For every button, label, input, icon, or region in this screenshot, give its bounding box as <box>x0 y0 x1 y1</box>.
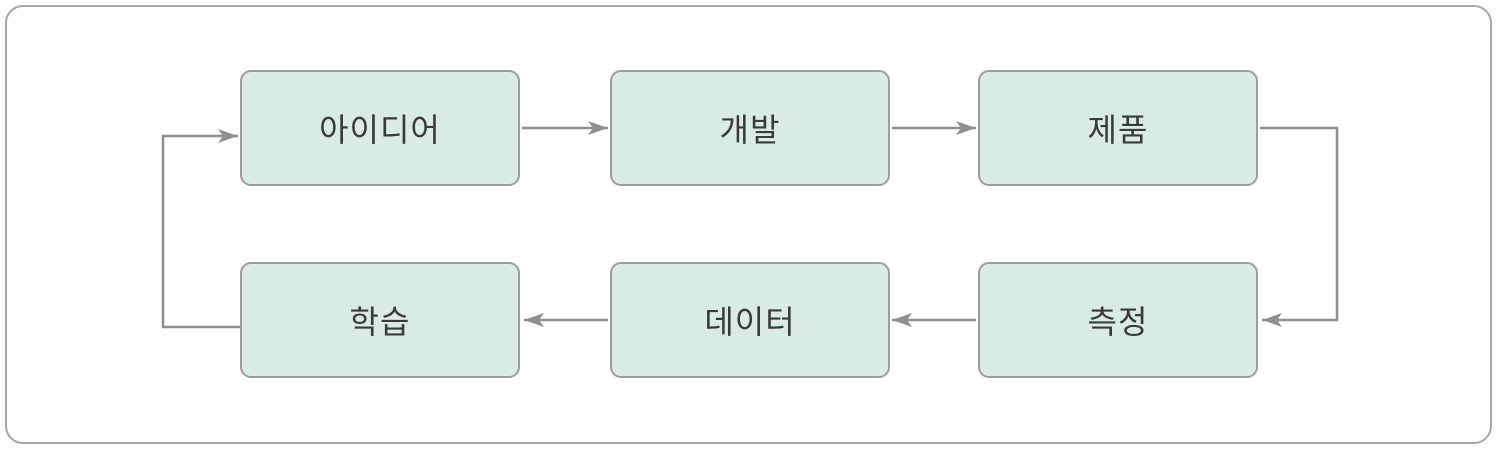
node-measure: 측정 <box>978 262 1258 378</box>
node-data-label: 데이터 <box>704 304 796 340</box>
node-idea-label: 아이디어 <box>319 112 441 148</box>
node-product: 제품 <box>978 70 1258 186</box>
node-learn-label: 학습 <box>349 304 411 340</box>
node-measure-label: 측정 <box>1087 304 1149 340</box>
node-data: 데이터 <box>610 262 890 378</box>
node-development-label: 개발 <box>719 112 781 148</box>
node-development: 개발 <box>610 70 890 186</box>
connector-product-to-measure <box>1260 126 1339 327</box>
node-idea: 아이디어 <box>240 70 520 186</box>
diagram-frame <box>5 5 1492 444</box>
node-learn: 학습 <box>240 262 520 378</box>
connector-learn-to-idea <box>161 129 240 329</box>
node-product-label: 제품 <box>1087 112 1149 148</box>
